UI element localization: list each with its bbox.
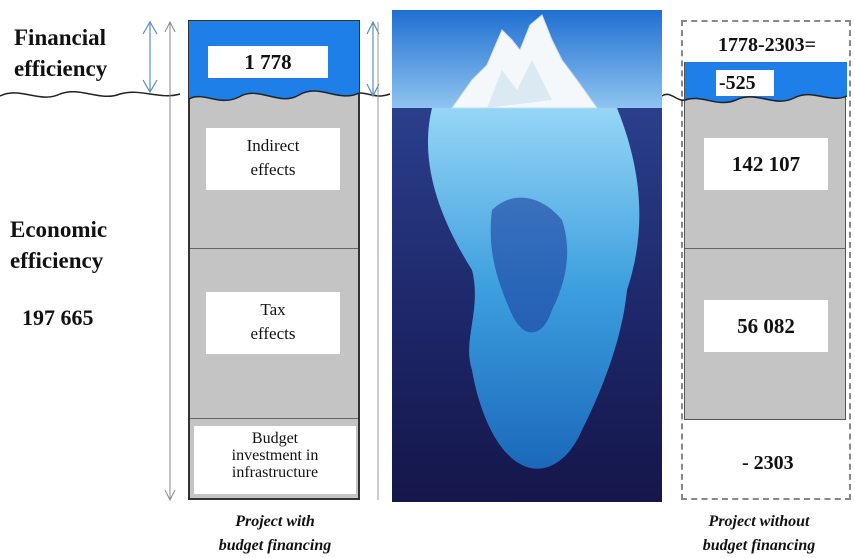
economic-efficiency-label: Economic efficiency bbox=[10, 217, 108, 273]
financial-efficiency-label: Financial efficiency bbox=[14, 25, 108, 81]
waterline-left bbox=[0, 20, 391, 502]
economic-efficiency-value: 197 665 bbox=[22, 305, 94, 330]
right-formula: 1778-2303= bbox=[718, 34, 817, 56]
financial-height-arrow-right bbox=[366, 20, 380, 98]
right-financial-value: -525 bbox=[716, 70, 774, 96]
economic-height-arrow bbox=[164, 20, 176, 502]
right-caption: Project without budget financing bbox=[702, 513, 816, 554]
financial-height-arrow bbox=[142, 20, 158, 94]
left-divider-1 bbox=[190, 248, 358, 249]
left-financial-value: 1 778 bbox=[208, 46, 328, 78]
right-dashed-outline bbox=[681, 20, 851, 500]
left-budget-box: Budget investment in infrastructure bbox=[194, 426, 356, 494]
right-tax-value: 56 082 bbox=[704, 300, 828, 352]
iceberg-image bbox=[392, 10, 662, 502]
left-caption: Project with budget financing bbox=[218, 513, 332, 554]
left-tax-effects-box: Tax effects bbox=[206, 292, 340, 354]
left-indirect-effects-box: Indirect effects bbox=[206, 128, 340, 190]
right-column bbox=[684, 62, 846, 420]
right-indirect-value: 142 107 bbox=[704, 138, 828, 190]
right-budget-value: - 2303 bbox=[742, 452, 794, 474]
right-divider-1 bbox=[685, 248, 845, 249]
left-divider-2 bbox=[190, 418, 358, 419]
